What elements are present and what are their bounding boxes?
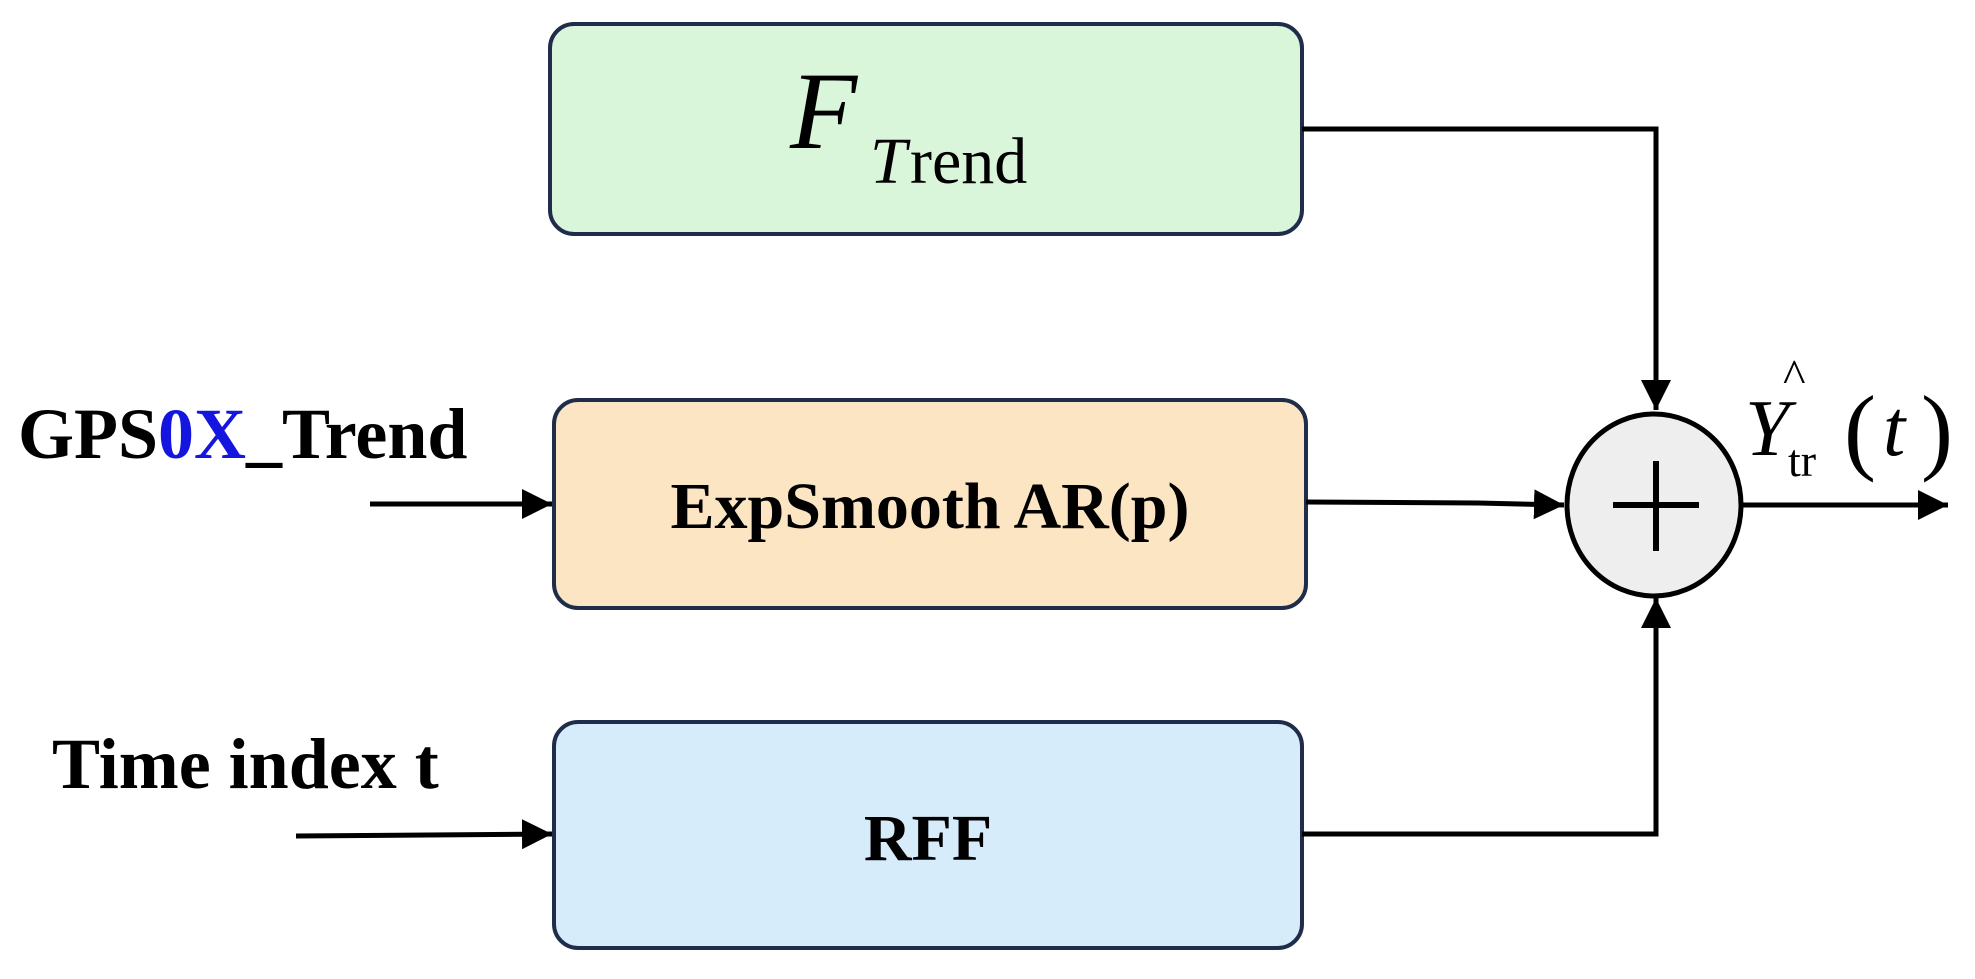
summation-node <box>1564 411 1744 599</box>
gps-input-suffix: _Trend <box>245 394 467 474</box>
gps-input-label: GPS0X_Trend <box>18 394 467 474</box>
gps-input-highlight: 0X <box>158 394 246 474</box>
time-input-arrow <box>295 819 553 850</box>
expsmooth-block-label: ExpSmooth AR(p) <box>671 470 1190 543</box>
expsmooth-block: ExpSmooth AR(p) <box>552 398 1308 610</box>
expsmooth-to-sum-connector <box>1305 489 1565 520</box>
output-symbol: Y <box>1745 385 1797 473</box>
trend-block-subscript-first: T <box>870 125 911 198</box>
rff-block: RFF <box>552 720 1304 950</box>
output-close-paren: ) <box>1921 376 1953 483</box>
trend-block-symbol: F <box>789 50 859 172</box>
output-subscript: tr <box>1788 435 1816 486</box>
trend-to-sum-connector <box>1302 126 1671 410</box>
output-label: ^ Y tr ( t ) <box>1745 350 1953 486</box>
output-argument: t <box>1883 385 1907 473</box>
output-hat: ^ <box>1783 350 1806 403</box>
trend-block-subscript-rest: rend <box>910 125 1027 198</box>
trend-block: F T rend <box>548 22 1304 236</box>
rff-to-sum-connector <box>1302 598 1671 837</box>
rff-block-label: RFF <box>864 802 992 875</box>
output-open-paren: ( <box>1844 376 1876 483</box>
time-index-label: Time index t <box>52 724 439 804</box>
gps-input-prefix: GPS <box>18 394 158 474</box>
